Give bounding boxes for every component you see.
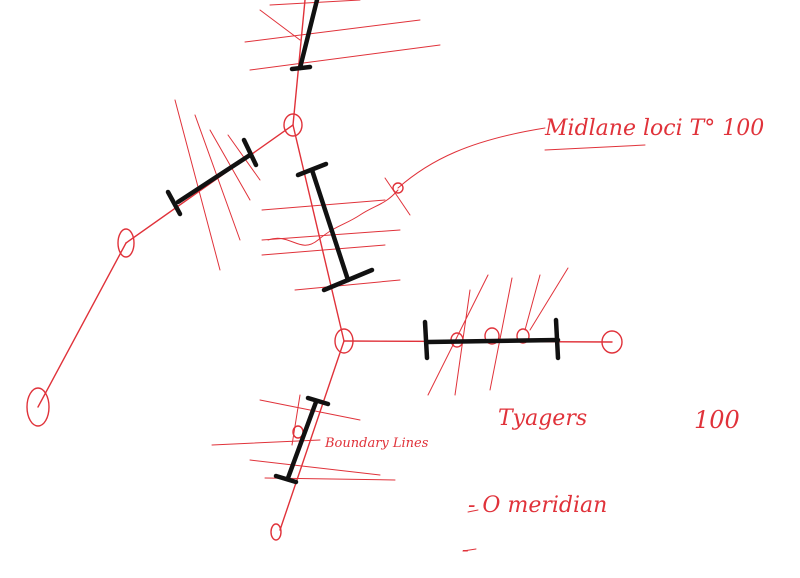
annotation-bottom-label: - O meridian xyxy=(468,493,607,518)
annotation-lower-label: Boundary Lines xyxy=(324,436,429,451)
annotation-branches: Tyagers xyxy=(498,406,587,431)
node-left xyxy=(117,228,135,258)
leader-line-top-right xyxy=(397,127,546,189)
annotation-count: 100 xyxy=(694,406,740,434)
annotation-bottom-dash: - xyxy=(462,537,469,561)
wavy-line xyxy=(267,189,399,246)
node-mid-right-c xyxy=(516,328,530,344)
hatch-lines xyxy=(174,0,569,552)
annotation-top-right: Midlane loci T° 100 xyxy=(544,116,764,141)
bar-right xyxy=(422,317,561,361)
bar-center xyxy=(295,161,375,293)
nodes xyxy=(26,113,623,541)
hatch-lower xyxy=(211,394,396,481)
edge-left-lower xyxy=(37,242,127,408)
edge-top-upper xyxy=(292,0,306,126)
annotation-top-right-underline xyxy=(544,144,646,151)
bar-left xyxy=(165,137,259,217)
dash-mid xyxy=(467,509,479,513)
measurement-bars xyxy=(165,0,561,485)
node-top xyxy=(283,113,303,137)
node-center xyxy=(334,328,354,354)
dash-bottom xyxy=(462,548,477,552)
edge-center xyxy=(292,124,345,342)
node-wavy xyxy=(392,182,404,194)
bar-lower xyxy=(273,395,331,485)
annotations: Midlane loci T° 100 Tyagers 100 Boundary… xyxy=(324,116,764,561)
node-mid-right-b xyxy=(484,327,500,345)
bar-top xyxy=(289,0,320,72)
node-right xyxy=(601,330,623,354)
edge-bottom xyxy=(279,340,345,531)
node-far-left xyxy=(26,387,50,427)
hatch-left-upper xyxy=(174,99,261,271)
node-bottom xyxy=(270,523,282,541)
hatch-center xyxy=(261,177,411,291)
hatch-top xyxy=(244,0,441,71)
